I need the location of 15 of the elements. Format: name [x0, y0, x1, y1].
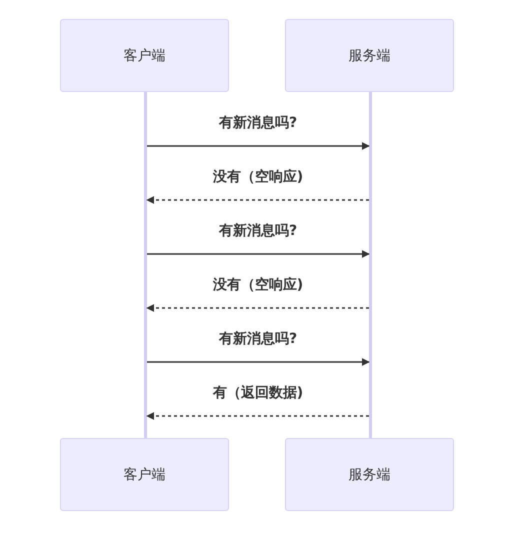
message-arrow	[147, 142, 370, 150]
reply-arrow	[146, 196, 369, 204]
reply-arrow	[146, 304, 369, 312]
message-arrow	[147, 250, 370, 258]
message-label: 有新消息吗?	[216, 330, 300, 348]
reply-arrow	[146, 412, 369, 420]
message-label: 有新消息吗?	[216, 222, 300, 240]
lifeline	[144, 92, 147, 438]
participant-box: 客户端	[60, 438, 229, 511]
participant-box: 客户端	[60, 19, 229, 92]
participant-box: 服务端	[285, 19, 454, 92]
message-arrow	[147, 358, 370, 366]
participant-box: 服务端	[285, 438, 454, 511]
lifeline	[369, 92, 372, 438]
message-label: 有新消息吗?	[216, 114, 300, 132]
